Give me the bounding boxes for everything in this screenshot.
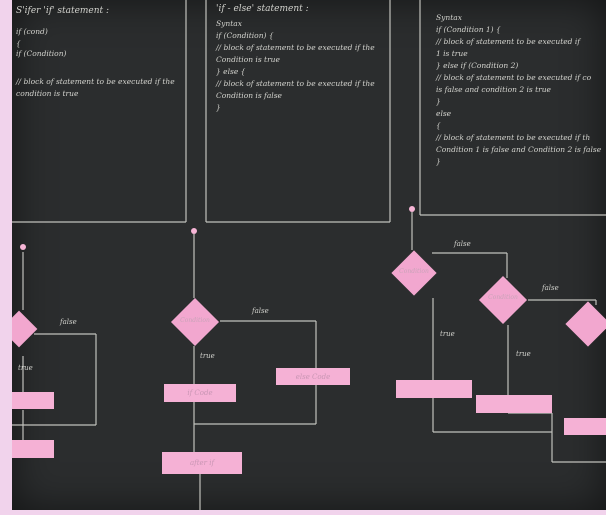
panel-2-line: } — [216, 103, 221, 112]
panel-2-line: Condition is true — [216, 55, 280, 64]
panel-3-line: is false and condition 2 is true — [436, 85, 551, 94]
panel-3-line: } else if (Condition 2) — [436, 61, 519, 70]
false-label: false — [60, 318, 77, 326]
panel-1-title: S'ifer 'if' statement : — [16, 6, 110, 16]
after-if-card: after if — [162, 452, 242, 474]
panel-1-line: if (cond) — [16, 27, 48, 36]
if-code-card — [12, 392, 54, 409]
panel-3-line: } — [436, 157, 441, 166]
false-label: false — [542, 284, 559, 292]
false-label: false — [454, 240, 471, 248]
panel-2-line: // block of statement to be executed if … — [216, 43, 375, 52]
panel-2-title: 'if - else' statement : — [216, 4, 309, 14]
panel-3-line: // block of statement to be executed if … — [436, 73, 592, 82]
panel-2-line: } else { — [216, 67, 246, 76]
panel-2-line: Syntax — [216, 19, 242, 28]
chalkboard: S'ifer 'if' statement : if (cond) { if (… — [12, 0, 606, 510]
diamond-label: Condition — [180, 317, 210, 324]
panel-2-line: if (Condition) { — [216, 31, 274, 40]
panel-2-line: Condition is false — [216, 91, 282, 100]
if-code-card: if Code — [164, 384, 236, 402]
true-label: true — [440, 330, 455, 338]
panel-1-line: if (Condition) — [16, 49, 67, 58]
false-label: false — [252, 307, 269, 315]
panel-3-line: 1 is true — [436, 49, 468, 58]
else-code-card — [564, 418, 606, 435]
else-if-code-card — [476, 395, 552, 413]
chalk-lines — [12, 0, 606, 510]
after-if-card — [12, 440, 54, 458]
panel-2-line: // block of statement to be executed if … — [216, 79, 375, 88]
flow-start-dot — [191, 228, 197, 234]
diamond-label: Condition — [488, 294, 518, 301]
panel-3-line: Condition 1 is false and Condition 2 is … — [436, 145, 602, 154]
if-code-card — [396, 380, 472, 398]
true-label: true — [516, 350, 531, 358]
panel-1-line: { — [16, 39, 21, 48]
true-label: true — [18, 364, 33, 372]
true-label: true — [200, 352, 215, 360]
panel-3-line: if (Condition 1) { — [436, 25, 501, 34]
else-code-card: else Code — [276, 368, 350, 385]
panel-3-line: { — [436, 121, 441, 130]
flow-start-dot — [409, 206, 415, 212]
panel-3-line: // block of statement to be executed if — [436, 37, 581, 46]
flow-start-dot — [20, 244, 26, 250]
diamond-label: Condition — [399, 268, 429, 275]
panel-3-line: } — [436, 97, 441, 106]
panel-1-line: // block of statement to be executed if … — [16, 77, 175, 86]
panel-1-line: condition is true — [16, 89, 79, 98]
panel-3-line: else — [436, 109, 452, 118]
panel-3-line: // block of statement to be executed if … — [436, 133, 591, 142]
panel-3-line: Syntax — [436, 13, 462, 22]
